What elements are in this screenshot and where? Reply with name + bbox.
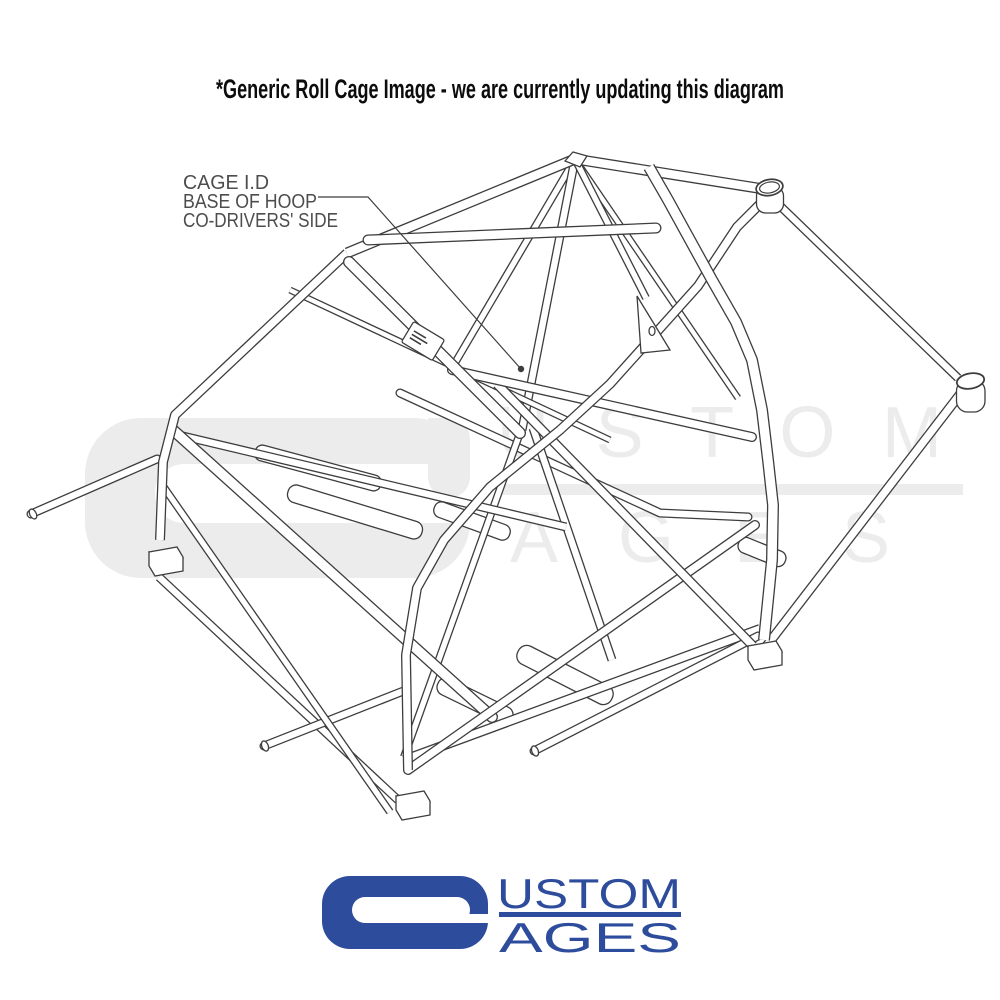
svg-text:BASE OF HOOP: BASE OF HOOP <box>183 191 317 213</box>
svg-text:CAGE I.D: CAGE I.D <box>183 172 269 194</box>
svg-text:AGES: AGES <box>499 914 681 961</box>
svg-text:*Generic Roll Cage Image - we: *Generic Roll Cage Image - we are curren… <box>216 74 784 104</box>
svg-text:USTOM: USTOM <box>497 870 681 917</box>
svg-text:CO-DRIVERS' SIDE: CO-DRIVERS' SIDE <box>183 210 338 232</box>
